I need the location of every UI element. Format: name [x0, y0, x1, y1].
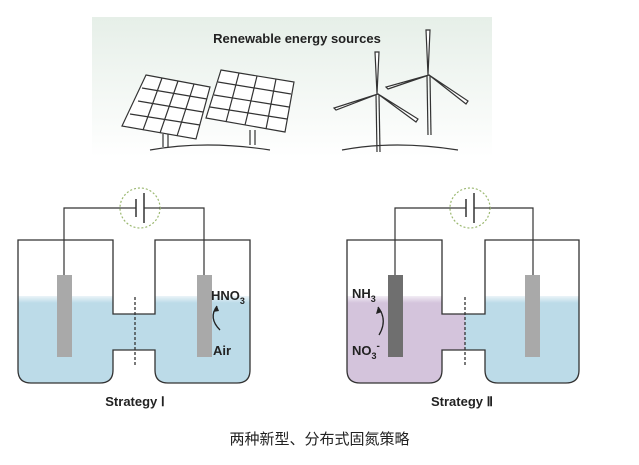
renewable-title: Renewable energy sources [213, 31, 381, 46]
renewable-energy-panel: Renewable energy sources [92, 17, 492, 157]
solar-panel-icon [121, 69, 295, 151]
electrolyte [18, 296, 250, 383]
power-source-icon [449, 187, 491, 229]
wire-left [394, 207, 450, 275]
product-label: NH3 [352, 286, 376, 304]
electrode-left [57, 275, 72, 357]
reactant-label: Air [213, 343, 231, 358]
strategy-1-label: Strategy Ⅰ [105, 394, 164, 409]
electrolyte-left [347, 296, 465, 383]
strategy-2-label: Strategy Ⅱ [431, 394, 493, 409]
product-label: HNO3 [211, 288, 245, 306]
electrode-right [197, 275, 212, 357]
wire-right [160, 207, 205, 275]
reactant-label: NO3- [352, 341, 380, 361]
power-source-icon [119, 187, 161, 229]
strategy-2-cell: NH3 NO3- Strategy Ⅱ [346, 187, 580, 409]
electrode-right [525, 275, 540, 357]
wire-right [490, 207, 534, 275]
wind-turbine-icon [332, 29, 469, 153]
wire-left [63, 207, 120, 275]
figure-caption: 两种新型、分布式固氮策略 [229, 430, 410, 448]
electrode-left [388, 275, 403, 357]
h-cell-outline [346, 239, 580, 384]
h-cell-outline [17, 239, 251, 384]
electrolyte-right [465, 296, 579, 383]
strategy-1-cell: HNO3 Air Strategy Ⅰ [17, 187, 251, 409]
